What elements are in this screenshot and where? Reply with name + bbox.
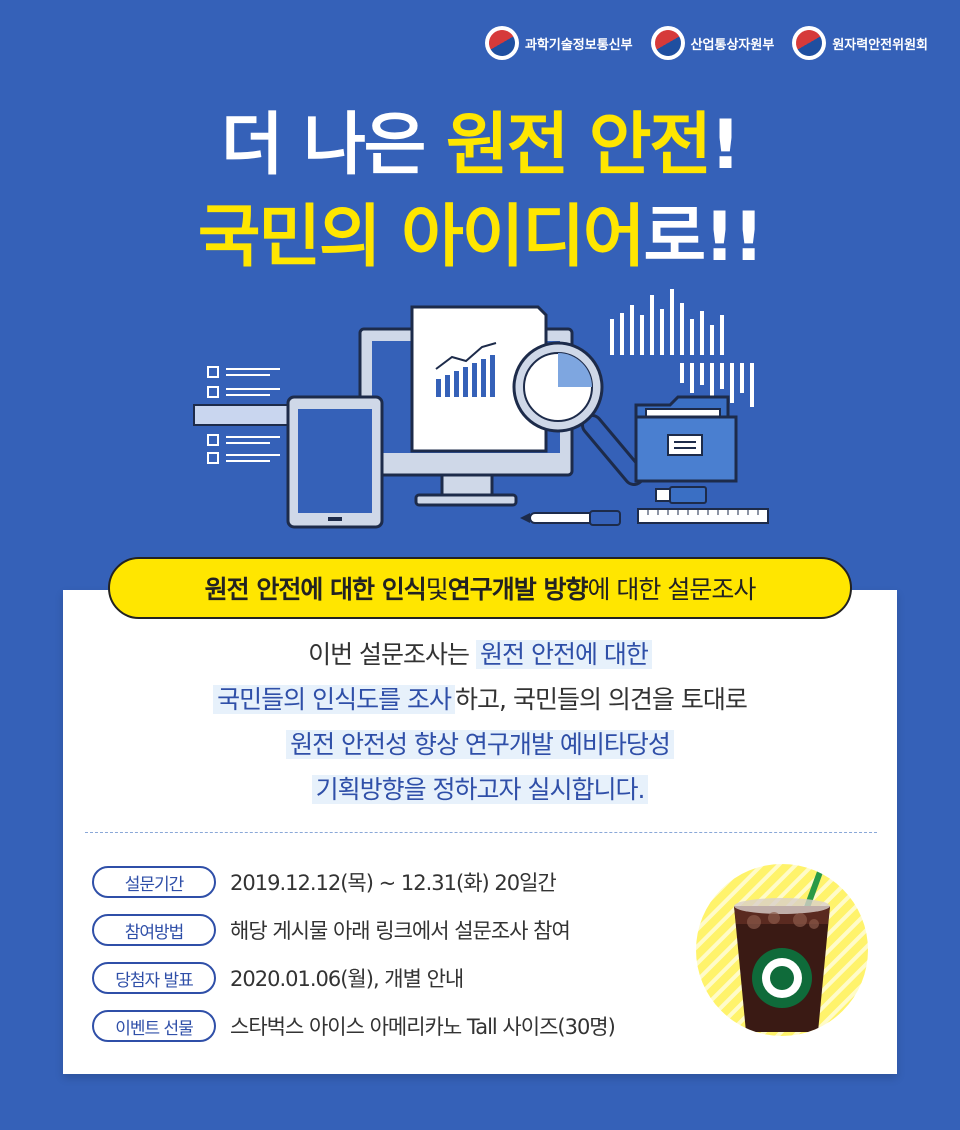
research-illustration xyxy=(193,289,769,529)
government-emblem-icon xyxy=(484,25,520,61)
ministry-logos: 과학기술정보통신부 산업통상자원부 원자력안전위원회 xyxy=(484,25,928,61)
magnifier-icon xyxy=(512,341,645,486)
divider xyxy=(85,832,877,833)
info-label: 이벤트 선물 xyxy=(92,1010,216,1042)
government-emblem-icon xyxy=(791,25,828,61)
usb-drive-icon xyxy=(655,486,707,504)
ministry-name: 산업통상자원부 xyxy=(690,37,775,53)
info-label: 당첨자 발표 xyxy=(92,962,216,994)
info-row-method: 참여방법 해당 게시물 아래 링크에서 설문조사 참여 xyxy=(92,906,615,954)
ministry-msit: 과학기술정보통신부 xyxy=(484,25,633,61)
info-value: 2019.12.12(목) ~ 12.31(화) 20일간 xyxy=(230,871,557,895)
headline: 더 나은 원전 안전! 국민의 아이디어로!! xyxy=(0,100,960,284)
ruler-icon xyxy=(637,508,769,524)
survey-info-list: 설문기간 2019.12.12(목) ~ 12.31(화) 20일간 참여방법 … xyxy=(92,858,616,1050)
info-value: 2020.01.06(월), 개별 안내 xyxy=(230,967,464,991)
desc-line-1: 이번 설문조사는 원전 안전에 대한 xyxy=(63,632,897,677)
ministry-name: 원자력안전위원회 xyxy=(832,37,928,53)
iced-coffee-image xyxy=(696,864,868,1036)
ministry-motie: 산업통상자원부 xyxy=(649,25,775,61)
info-label: 설문기간 xyxy=(92,866,216,898)
ministry-name: 과학기술정보통신부 xyxy=(524,37,633,53)
headline-line1: 더 나은 원전 안전! xyxy=(221,106,741,185)
headline-line2: 국민의 아이디어로!! xyxy=(197,198,764,277)
info-row-period: 설문기간 2019.12.12(목) ~ 12.31(화) 20일간 xyxy=(92,858,615,906)
ministry-nssc: 원자력안전위원회 xyxy=(791,25,928,61)
checklist-icon xyxy=(207,366,280,464)
tablet-icon xyxy=(286,395,384,529)
desc-line-4: 기획방향을 정하고자 실시합니다. xyxy=(63,767,897,812)
government-emblem-icon xyxy=(649,25,686,61)
info-row-winner: 당첨자 발표 2020.01.06(월), 개별 안내 xyxy=(92,954,615,1002)
info-label: 참여방법 xyxy=(92,914,216,946)
sound-wave-icon xyxy=(610,289,754,407)
pen-icon xyxy=(520,510,621,526)
info-value: 해당 게시물 아래 링크에서 설문조사 참여 xyxy=(230,919,571,943)
info-value: 스타벅스 아이스 아메리카노 Tall 사이즈(30명) xyxy=(230,1015,616,1039)
folder-icon xyxy=(634,395,738,483)
desc-line-3: 원전 안전성 향상 연구개발 예비타당성 xyxy=(63,722,897,767)
info-row-gift: 이벤트 선물 스타벅스 아이스 아메리카노 Tall 사이즈(30명) xyxy=(92,1002,616,1050)
